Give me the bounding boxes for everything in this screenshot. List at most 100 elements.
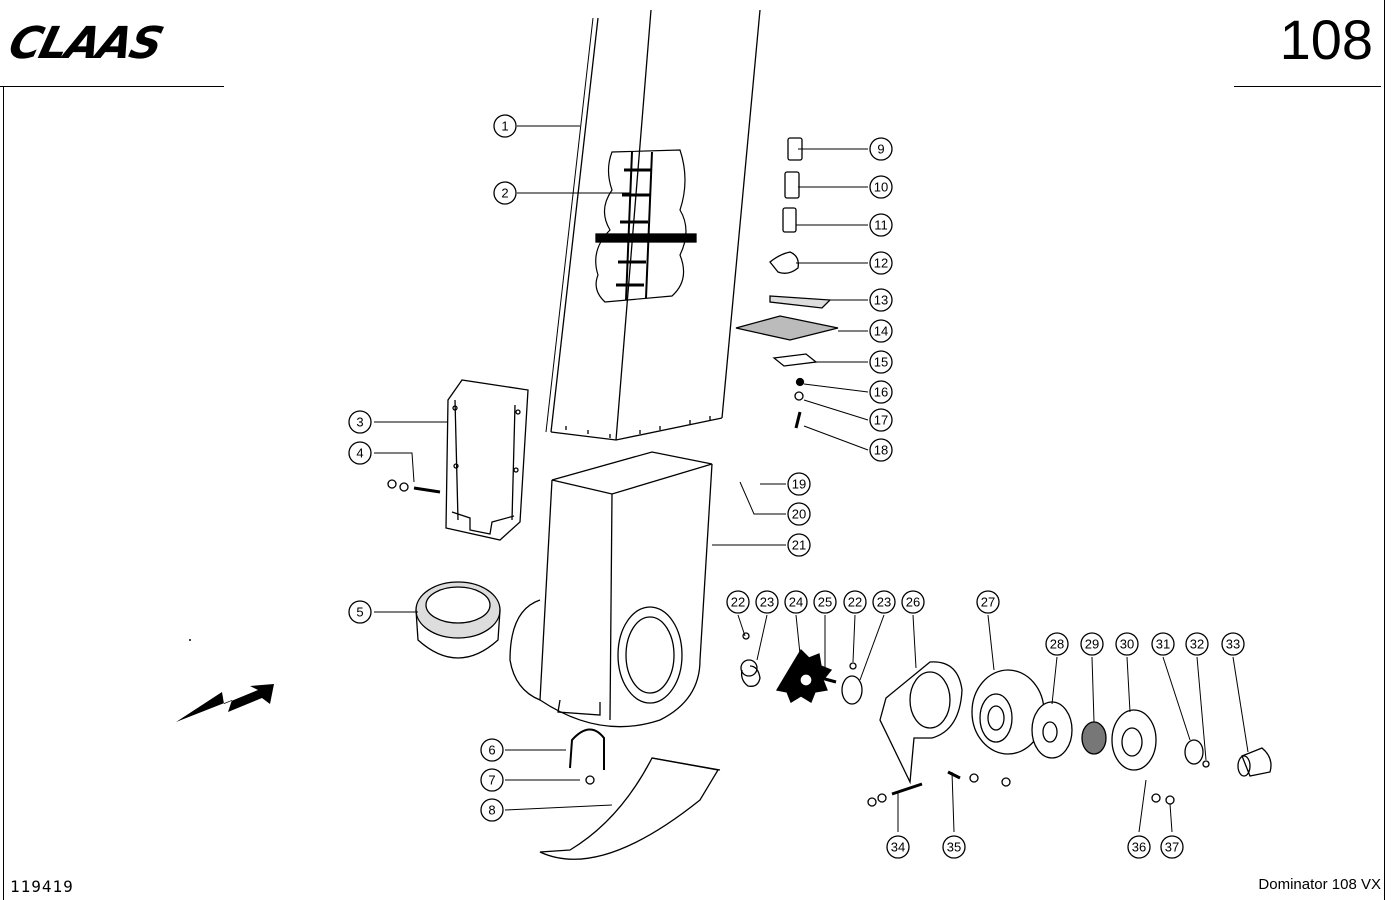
- callout-circle: [869, 408, 893, 432]
- callout-label: 1: [501, 119, 508, 134]
- callout-circle: [348, 600, 372, 624]
- u-bolt-drawing: [569, 728, 605, 785]
- housing-drawing: [509, 451, 713, 728]
- callout-circle: [869, 319, 893, 343]
- ring-drawing: [415, 581, 501, 659]
- callout-3: 3: [348, 410, 372, 434]
- callout-circle: [787, 533, 811, 557]
- callout-label: 37: [1165, 840, 1179, 855]
- callout-19: 19: [787, 472, 811, 496]
- callout-18: 18: [869, 438, 893, 462]
- callout-circle: [869, 137, 893, 161]
- callout-34: 34: [886, 835, 910, 859]
- small-parts-stack: [735, 137, 839, 429]
- frame-right-border: [1384, 0, 1385, 900]
- callout-label: 22: [731, 595, 745, 610]
- callout-circle: [348, 441, 372, 465]
- callout-label: 36: [1132, 840, 1146, 855]
- callout-label: 29: [1085, 637, 1099, 652]
- callout-circle: [493, 114, 517, 138]
- callout-circle: [480, 738, 504, 762]
- callout-circle: [1127, 835, 1151, 859]
- callout-12: 12: [869, 251, 893, 275]
- callout-circle: [942, 835, 966, 859]
- callout-8: 8: [480, 798, 504, 822]
- reference-dot: [189, 639, 191, 641]
- callout-label: 20: [792, 507, 806, 522]
- callout-24: 24: [784, 590, 808, 614]
- callout-10: 10: [869, 175, 893, 199]
- frame-left-border: [3, 86, 4, 900]
- callout-label: 23: [877, 595, 891, 610]
- callout-23: 23: [755, 590, 779, 614]
- cover-plate-drawing: [387, 379, 529, 541]
- callout-11: 11: [869, 213, 893, 237]
- callout-circle: [784, 590, 808, 614]
- callout-label: 7: [488, 773, 495, 788]
- callout-label: 4: [356, 446, 363, 461]
- callout-27: 27: [976, 590, 1000, 614]
- callout-label: 22: [848, 595, 862, 610]
- callout-circle: [886, 835, 910, 859]
- callout-20: 20: [787, 502, 811, 526]
- callout-6: 6: [480, 738, 504, 762]
- callout-5: 5: [348, 600, 372, 624]
- callout-label: 15: [874, 355, 888, 370]
- callout-label: 16: [874, 385, 888, 400]
- callout-33: 33: [1221, 632, 1245, 656]
- callout-circle: [869, 380, 893, 404]
- callout-circle: [1160, 835, 1184, 859]
- elevator-duct-drawing: [545, 9, 761, 441]
- callout-17: 17: [869, 408, 893, 432]
- header-rule-right: [1234, 86, 1381, 87]
- callout-4: 4: [348, 441, 372, 465]
- callout-circle: [493, 181, 517, 205]
- callout-label: 8: [488, 803, 495, 818]
- callout-circle: [480, 768, 504, 792]
- callout-16: 16: [869, 380, 893, 404]
- callout-circle: [787, 472, 811, 496]
- callout-37: 37: [1160, 835, 1184, 859]
- callout-15: 15: [869, 350, 893, 374]
- callout-label: 3: [356, 415, 363, 430]
- callout-circle: [869, 288, 893, 312]
- model-name: Dominator 108 VX: [1258, 876, 1381, 893]
- callout-31: 31: [1151, 632, 1175, 656]
- callout-21: 21: [787, 533, 811, 557]
- callout-7: 7: [480, 768, 504, 792]
- callout-label: 31: [1156, 637, 1170, 652]
- callout-label: 9: [877, 142, 884, 157]
- callout-label: 35: [947, 840, 961, 855]
- callout-label: 2: [501, 186, 508, 201]
- callout-circle: [480, 798, 504, 822]
- callout-circle: [1151, 632, 1175, 656]
- callout-22: 22: [726, 590, 750, 614]
- callout-label: 5: [356, 605, 363, 620]
- callout-label: 13: [874, 293, 888, 308]
- callout-circle: [1221, 632, 1245, 656]
- callout-label: 23: [760, 595, 774, 610]
- callout-36: 36: [1127, 835, 1151, 859]
- callout-circle: [869, 213, 893, 237]
- drive-parts-drawing: [740, 632, 1272, 807]
- callout-30: 30: [1115, 632, 1139, 656]
- callout-circle: [1080, 632, 1104, 656]
- callout-25: 25: [813, 590, 837, 614]
- callout-2: 2: [493, 181, 517, 205]
- callout-label: 11: [874, 218, 888, 233]
- callout-label: 30: [1120, 637, 1134, 652]
- callout-label: 25: [818, 595, 832, 610]
- callout-label: 12: [874, 256, 888, 271]
- callout-32: 32: [1185, 632, 1209, 656]
- trough-drawing: [539, 757, 721, 860]
- callout-circle: [901, 590, 925, 614]
- callout-circle: [869, 251, 893, 275]
- callout-circle: [869, 175, 893, 199]
- callout-label: 18: [874, 443, 888, 458]
- callout-circle: [869, 438, 893, 462]
- callout-29: 29: [1080, 632, 1104, 656]
- callout-circle: [843, 590, 867, 614]
- callout-28: 28: [1045, 632, 1069, 656]
